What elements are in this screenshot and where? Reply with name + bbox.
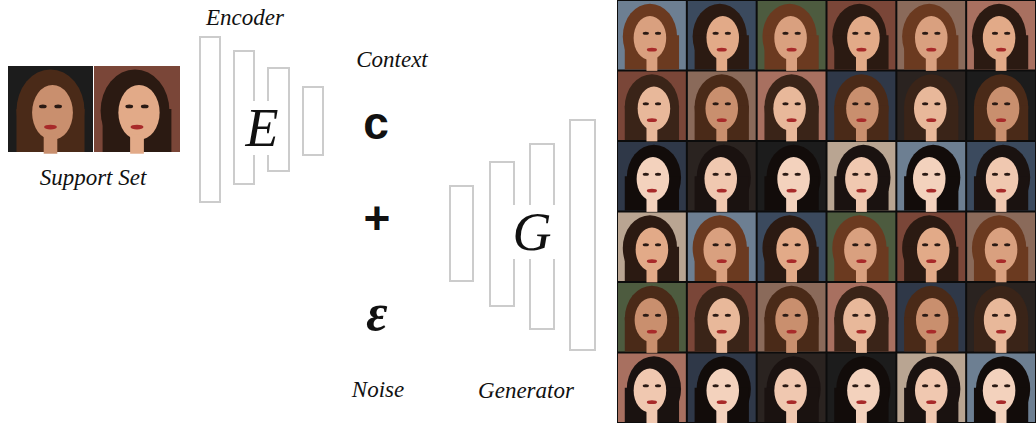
face-image — [758, 72, 826, 142]
face-image — [618, 142, 686, 212]
image-set-label: Support Set — [40, 165, 147, 191]
face-image — [758, 142, 826, 212]
face-image — [967, 213, 1035, 283]
module-symbol: G — [510, 205, 555, 259]
face-image — [688, 283, 756, 353]
face-image — [618, 283, 686, 353]
face-image — [618, 213, 686, 283]
network-block: G Generator — [440, 110, 615, 410]
module-heading: Encoder — [206, 5, 284, 31]
face-image — [94, 66, 180, 154]
face-image — [828, 72, 896, 142]
face-image — [897, 142, 965, 212]
plus-sign: + — [364, 195, 391, 241]
face-image — [967, 142, 1035, 212]
face-image — [897, 213, 965, 283]
face-image — [828, 283, 896, 353]
face-image — [897, 354, 965, 423]
face-image — [897, 72, 965, 142]
face-image — [758, 283, 826, 353]
face-image — [897, 283, 965, 353]
face-image — [688, 213, 756, 283]
image-group: Support Set — [5, 150, 185, 200]
face-image — [618, 72, 686, 142]
module-symbol: E — [243, 101, 282, 155]
face-image — [967, 1, 1035, 71]
face-image — [688, 1, 756, 71]
face-image — [828, 354, 896, 423]
face-image — [688, 354, 756, 423]
face-image — [828, 213, 896, 283]
face-image — [758, 213, 826, 283]
face-image — [618, 1, 686, 71]
vector-caption: Noise — [352, 377, 404, 403]
network-block: EncoderE — [190, 0, 335, 210]
support-images — [8, 66, 180, 154]
face-image — [897, 1, 965, 71]
noise-symbol: ε — [366, 287, 387, 339]
generator-layers — [450, 120, 595, 350]
face-image — [828, 1, 896, 71]
face-image — [967, 72, 1035, 142]
vector-caption: Context — [356, 47, 428, 73]
module-heading: Generator — [478, 378, 574, 404]
face-image — [967, 283, 1035, 353]
sample-grid-ground — [617, 0, 1036, 423]
face-image — [8, 66, 93, 154]
face-image — [618, 354, 686, 423]
face-image — [828, 142, 896, 212]
face-image — [758, 354, 826, 423]
face-image — [758, 1, 826, 71]
encoder-layers — [200, 37, 323, 202]
face-image — [967, 354, 1035, 423]
sample-grid — [618, 1, 1035, 423]
face-image — [688, 142, 756, 212]
context-symbol: c — [363, 100, 389, 146]
face-image — [688, 72, 756, 142]
